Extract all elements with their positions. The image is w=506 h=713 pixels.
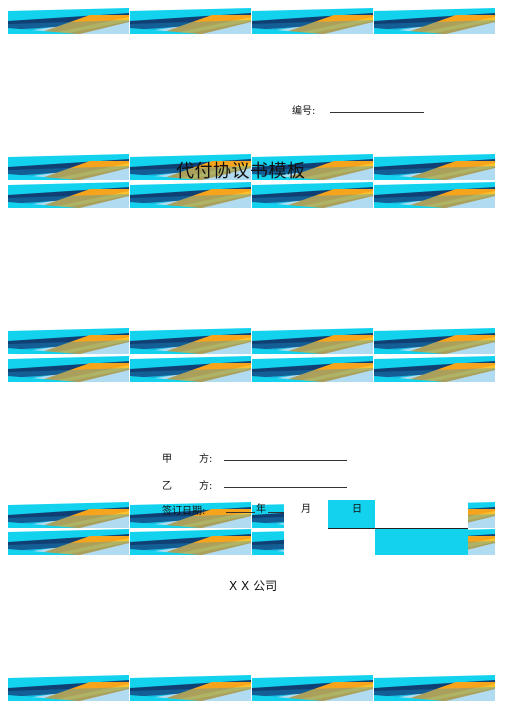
band-tile	[8, 8, 129, 34]
band-tile	[8, 328, 129, 354]
band-tile	[8, 356, 129, 382]
month-field-line[interactable]	[268, 512, 284, 513]
band-tile	[8, 529, 129, 555]
sign-date-label: 签订日期:	[162, 506, 206, 517]
year-label: 年	[256, 504, 266, 515]
party-b-label: 乙	[162, 481, 172, 492]
band-tile	[130, 675, 251, 701]
band-tile	[130, 8, 251, 34]
party-b-field-line[interactable]	[224, 487, 347, 488]
band-tile	[374, 328, 495, 354]
band-tile	[130, 356, 251, 382]
decorative-band-8	[8, 675, 497, 701]
band-tile	[8, 502, 129, 528]
party-a-label: 甲	[162, 454, 172, 465]
number-field-line[interactable]	[330, 112, 424, 113]
band-tile	[374, 356, 495, 382]
decorative-band-5	[8, 356, 497, 382]
band-tile	[130, 154, 251, 180]
band-tile	[374, 675, 495, 701]
band-tile	[8, 182, 129, 208]
party-b-suffix: 方:	[199, 481, 213, 492]
company-name: X X 公司	[229, 579, 278, 593]
band-tile	[374, 8, 495, 34]
band-tile	[374, 182, 495, 208]
band-tile	[8, 675, 129, 701]
decorative-band-3	[8, 182, 497, 208]
date-cyan-block-lower	[375, 529, 468, 555]
date-cutout-lower-left	[328, 529, 375, 556]
date-cutout-right-upper	[375, 500, 468, 528]
date-cyan-block-upper	[328, 500, 375, 528]
band-tile	[130, 529, 251, 555]
band-tile	[252, 8, 373, 34]
band-tile	[8, 154, 129, 180]
decorative-band-4	[8, 328, 497, 354]
band-tile	[374, 154, 495, 180]
decorative-band-1	[8, 8, 497, 34]
band-tile	[252, 154, 373, 180]
date-separator-line	[328, 528, 468, 529]
band-tile	[252, 328, 373, 354]
band-tile	[252, 356, 373, 382]
band-tile	[130, 502, 251, 528]
band-tile	[252, 182, 373, 208]
document-title: 代付协议书模板	[176, 161, 306, 182]
band-tile	[130, 182, 251, 208]
number-label: 编号:	[292, 106, 316, 117]
band-tile	[130, 328, 251, 354]
month-label: 月	[301, 504, 311, 515]
party-a-suffix: 方:	[199, 454, 213, 465]
decorative-band-2	[8, 154, 497, 180]
day-label: 日	[352, 504, 362, 515]
date-cutout-left	[284, 500, 328, 556]
band-tile	[252, 675, 373, 701]
party-a-field-line[interactable]	[224, 460, 347, 461]
year-field-line[interactable]	[226, 512, 255, 513]
